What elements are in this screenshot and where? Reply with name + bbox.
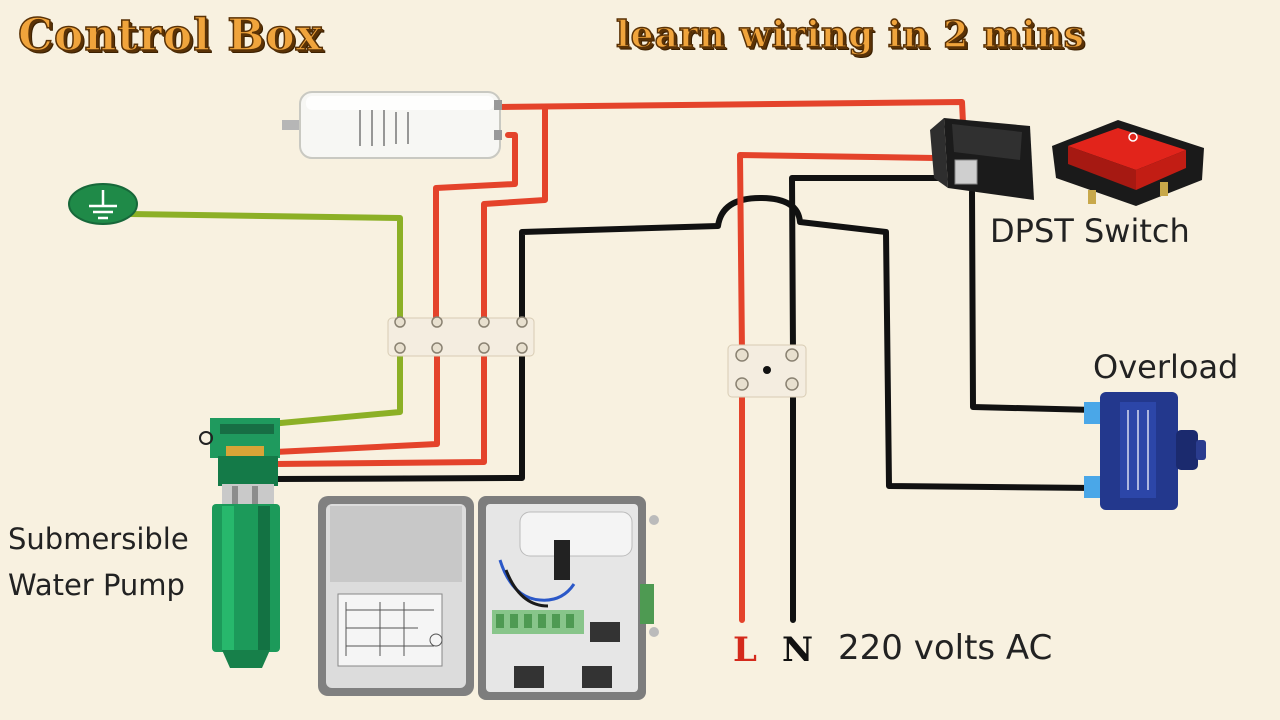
page-subtitle: learn wiring in 2 mins	[615, 13, 1085, 57]
switch-to-terminal-black-wire	[519, 195, 1098, 491]
supply-voltage-label: 220 volts AC	[838, 628, 1053, 668]
supply-terminal-block	[727, 344, 807, 398]
pump-label-line2: Water Pump	[8, 568, 185, 602]
neutral-wire	[789, 175, 943, 623]
dpst-switch-label: DPST Switch	[990, 212, 1190, 250]
page-title: Control Box	[17, 9, 324, 62]
capacitor-wire-b	[481, 105, 548, 328]
switch-to-overload-wire	[969, 189, 1098, 413]
power-o-icon	[1128, 132, 1138, 142]
capacitor	[282, 91, 502, 159]
line-terminal-label: L	[733, 630, 757, 670]
pump-label-line1: Submersible	[8, 522, 189, 556]
overload-protector	[1084, 392, 1206, 510]
dpst-switch-wired	[930, 118, 1034, 200]
submersible-pump	[199, 418, 280, 668]
earth-wire	[127, 211, 403, 427]
earth-ground-icon	[68, 183, 138, 225]
pump-terminal-block	[387, 316, 535, 357]
capacitor-wire-a	[433, 132, 518, 328]
overload-label: Overload	[1093, 348, 1239, 386]
pump-red-wire-b	[272, 345, 487, 467]
neutral-terminal-label: N	[782, 630, 814, 670]
control-box-open	[478, 496, 659, 700]
pump-red-wire-a	[272, 345, 440, 455]
control-box-lid	[318, 496, 474, 696]
live-wire	[737, 152, 938, 623]
dpst-switch	[1052, 120, 1204, 206]
pump-black-wire	[272, 345, 525, 482]
